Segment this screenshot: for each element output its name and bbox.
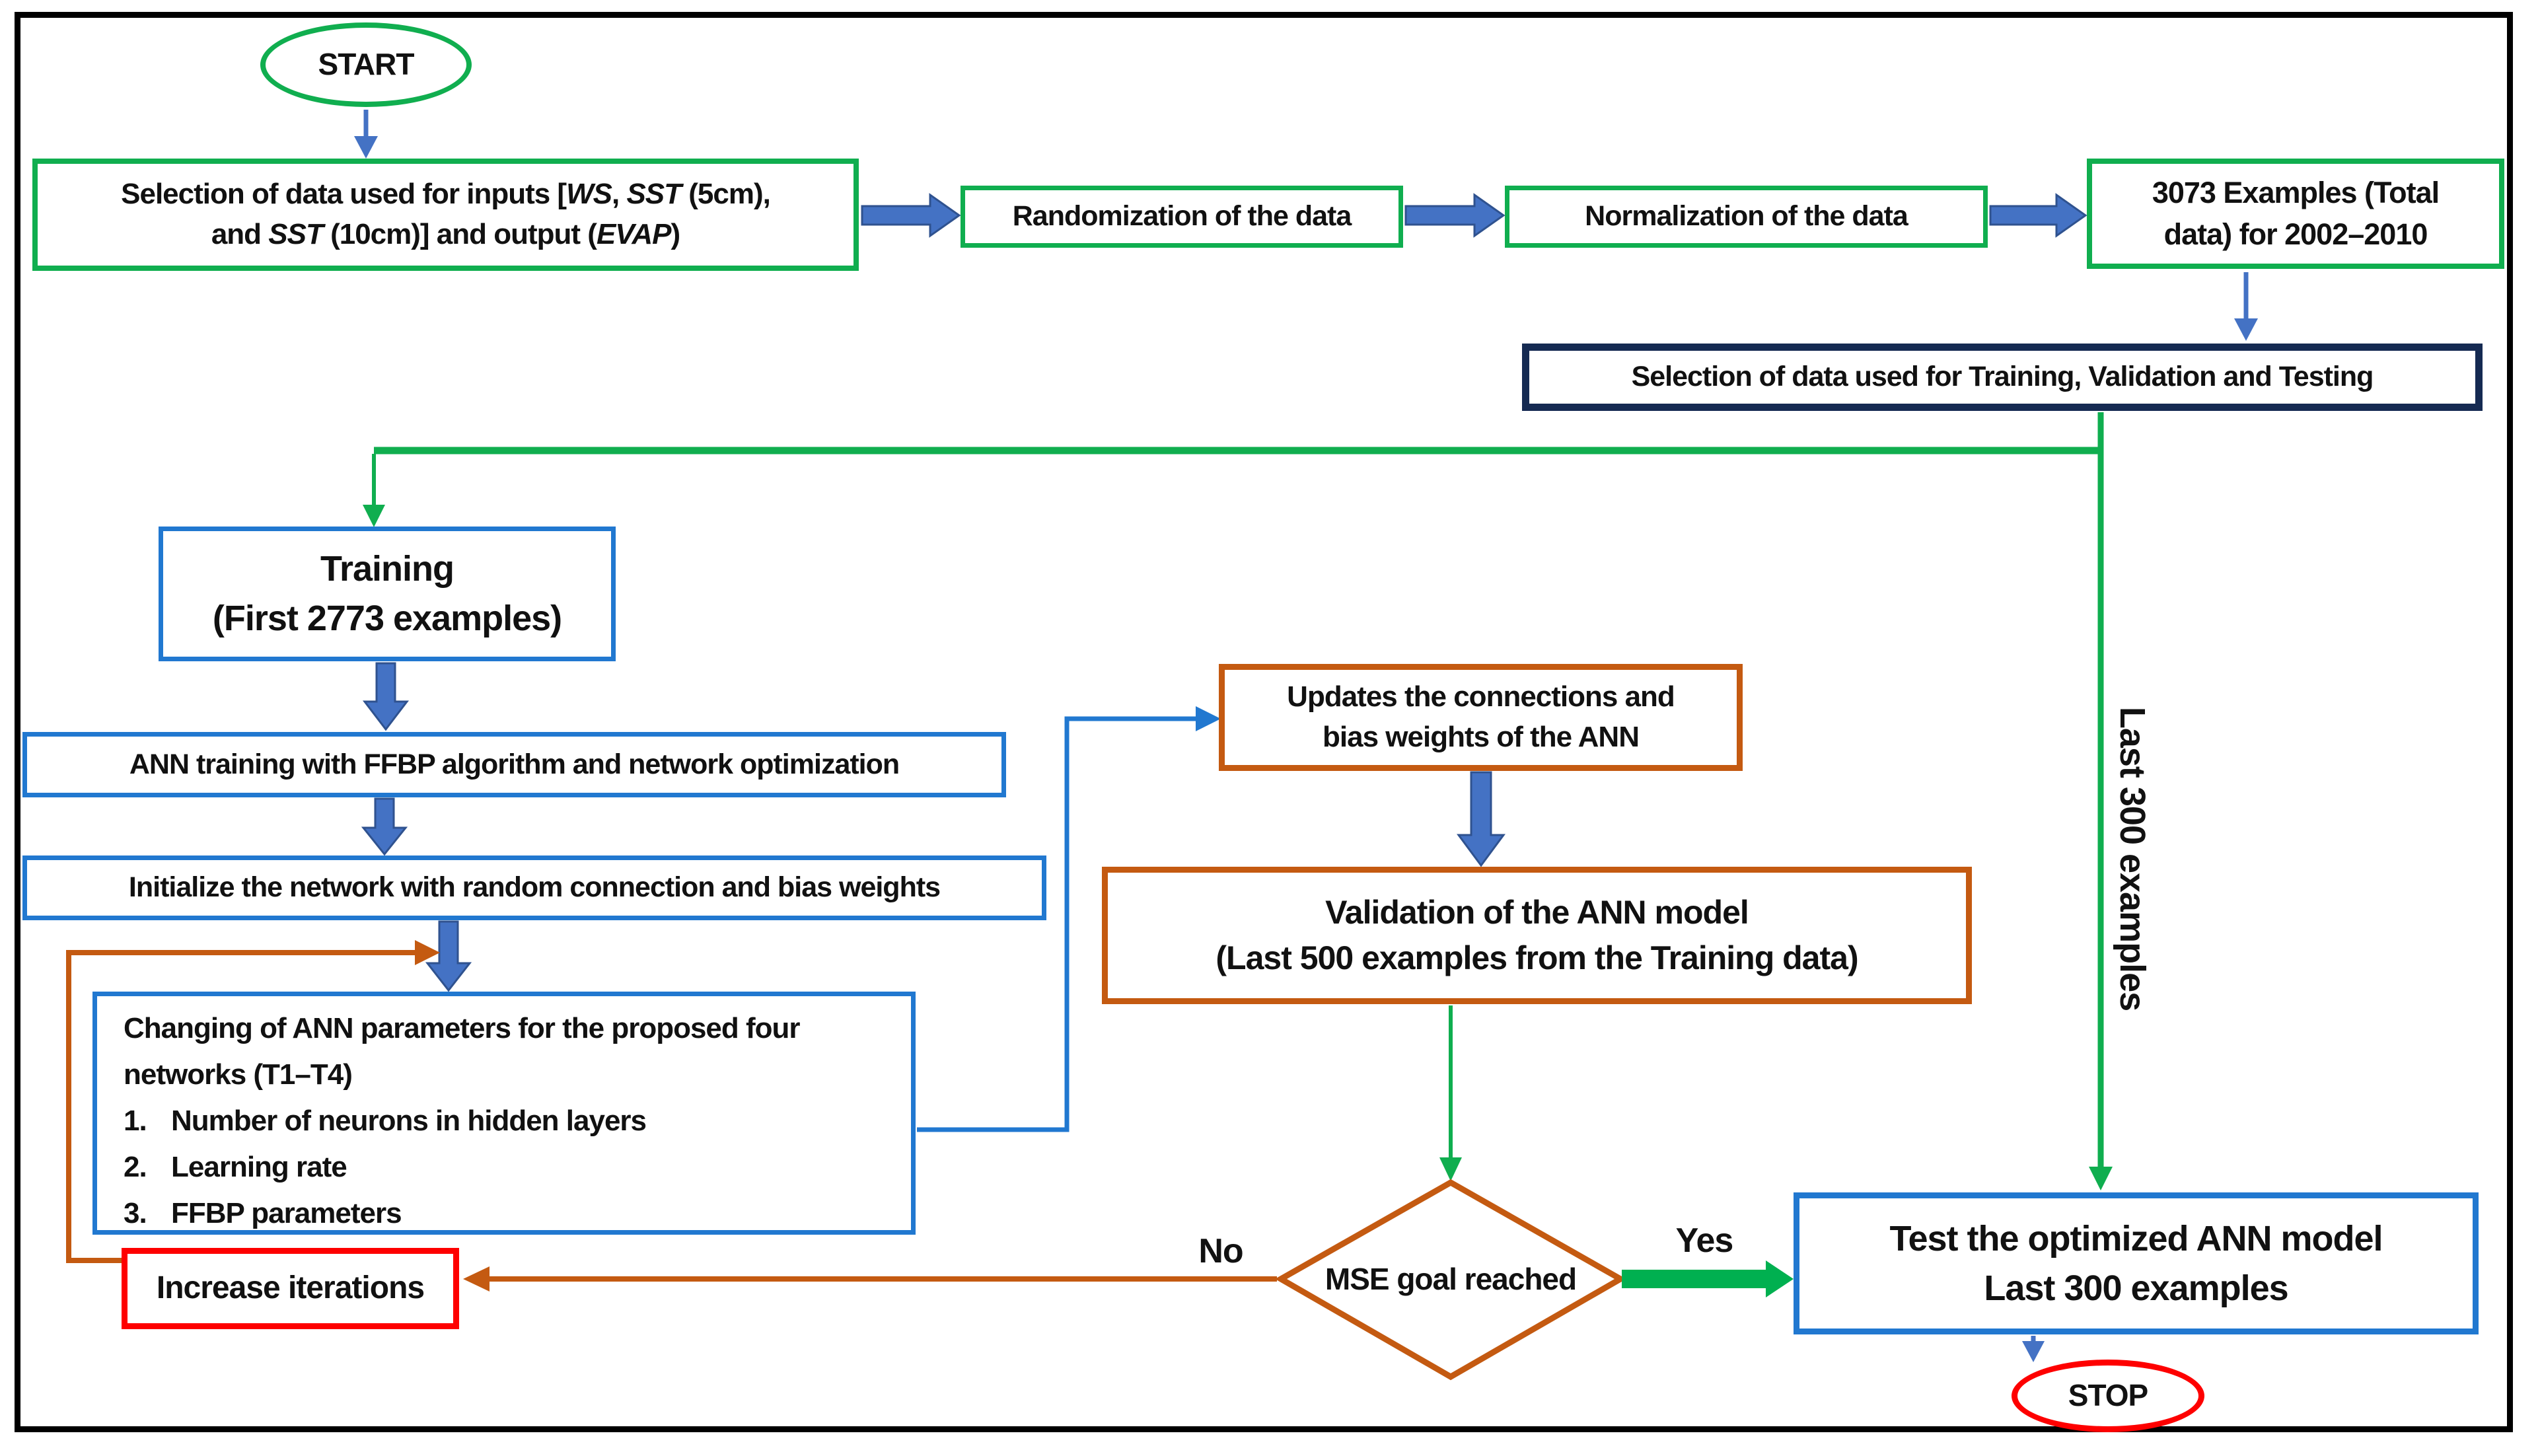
text-part: (5cm),	[681, 178, 771, 211]
increase-iterations-box: Increase iterations	[122, 1248, 459, 1329]
start-terminal: START	[260, 22, 472, 107]
last-300-examples-label: Last 300 examples	[2113, 706, 2152, 1011]
arrow-start-to-selection	[354, 110, 378, 159]
total-examples-box: 3073 Examples (Total data) for 2002–2010	[2087, 159, 2504, 269]
total-examples-line2: data) for 2002–2010	[2163, 217, 2428, 251]
normalization-label: Normalization of the data	[1585, 200, 1908, 233]
validation-box: Validation of the ANN model (Last 500 ex…	[1102, 867, 1972, 1004]
item-text: FFBP parameters	[171, 1197, 402, 1229]
green-line-validation-to-diamond	[1439, 1005, 1462, 1181]
item-text: Number of neurons in hidden layers	[171, 1105, 647, 1137]
text-part-italic: WS	[566, 178, 612, 211]
training-line2: (First 2773 examples)	[212, 599, 562, 638]
initialize-box: Initialize the network with random conne…	[22, 855, 1046, 920]
text-part: and	[211, 218, 269, 250]
test-line2: Last 300 examples	[1984, 1268, 2288, 1308]
initialize-label: Initialize the network with random conne…	[128, 871, 941, 904]
block-arrow-ann-to-initialize	[361, 797, 408, 856]
changing-parameters-box: Changing of ANN parameters for the propo…	[92, 992, 916, 1235]
updates-line1: Updates the connections and	[1287, 680, 1675, 713]
orange-no-line	[463, 1266, 1277, 1292]
training-line1: Training	[320, 549, 454, 589]
changing-item-1: 1. Number of neurons in hidden layers	[124, 1098, 647, 1144]
block-arrow-updates-to-validation	[1457, 771, 1506, 867]
item-text: Learning rate	[171, 1151, 347, 1183]
text-part: )	[671, 218, 681, 250]
block-arrow-randomization-to-normalization	[1404, 193, 1506, 238]
arrow-examples-to-split	[2234, 272, 2258, 341]
data-split-box: Selection of data used for Training, Val…	[1522, 344, 2483, 411]
ann-training-label: ANN training with FFBP algorithm and net…	[129, 748, 900, 780]
text-part-italic: SST	[626, 178, 682, 211]
yes-edge-label: Yes	[1675, 1221, 1734, 1260]
outer-border	[15, 12, 2513, 1432]
changing-title-line1: Changing of ANN parameters for the propo…	[124, 1012, 801, 1044]
test-model-box: Test the optimized ANN model Last 300 ex…	[1794, 1192, 2479, 1334]
randomization-box: Randomization of the data	[961, 186, 1403, 248]
text-part-italic: SST	[268, 218, 324, 250]
updates-weights-box: Updates the connections and bias weights…	[1219, 664, 1743, 771]
validation-line2: (Last 500 examples from the Training dat…	[1216, 939, 1858, 976]
ann-training-box: ANN training with FFBP algorithm and net…	[22, 732, 1006, 797]
stop-terminal: STOP	[2012, 1360, 2204, 1432]
green-arrowhead-into-training	[363, 505, 385, 527]
green-arrowhead-into-test	[2089, 1167, 2113, 1190]
block-arrow-training-to-ann	[362, 662, 410, 731]
blue-elbow-changing-to-updates	[917, 706, 1221, 1132]
item-number: 3.	[124, 1197, 147, 1229]
mse-goal-label: MSE goal reached	[1324, 1262, 1577, 1296]
text-part: (10cm)] and output (	[322, 218, 597, 250]
arrow-test-to-stop	[2022, 1336, 2045, 1362]
changing-item-2: 2. Learning rate	[124, 1144, 347, 1190]
changing-item-3: 3. FFBP parameters	[124, 1190, 402, 1237]
increase-iterations-label: Increase iterations	[156, 1270, 425, 1306]
randomization-label: Randomization of the data	[1012, 200, 1352, 233]
block-arrow-selection-to-randomization	[861, 193, 961, 238]
test-line1: Test the optimized ANN model	[1889, 1218, 2383, 1258]
total-examples-line1: 3073 Examples (Total	[2152, 176, 2440, 210]
no-edge-label: No	[1198, 1232, 1243, 1270]
item-number: 2.	[124, 1151, 147, 1183]
start-label: START	[318, 47, 415, 82]
validation-line1: Validation of the ANN model	[1325, 894, 1749, 931]
updates-line2: bias weights of the ANN	[1323, 721, 1640, 753]
training-box: Training (First 2773 examples)	[159, 527, 616, 661]
data-selection-box: Selection of data used for inputs [WS, S…	[32, 159, 859, 271]
mse-decision-diamond	[1274, 1179, 1627, 1381]
block-arrow-normalization-to-examples	[1989, 193, 2087, 238]
text-part: ,	[611, 178, 627, 211]
text-part-italic: EVAP	[596, 218, 672, 250]
stop-label: STOP	[2068, 1378, 2148, 1413]
data-selection-line1: Selection of data used for inputs [WS, S…	[121, 174, 771, 215]
changing-title-line2: networks (T1–T4)	[124, 1058, 353, 1091]
green-yes-connector	[1622, 1260, 1794, 1297]
orange-loop-increase-to-changing	[66, 940, 440, 1263]
item-number: 1.	[124, 1105, 147, 1137]
text-part: Selection of data used for inputs [	[121, 178, 567, 211]
data-selection-line2: and SST (10cm)] and output (EVAP)	[211, 215, 680, 255]
block-arrow-initialize-to-changing	[425, 920, 472, 992]
data-split-label: Selection of data used for Training, Val…	[1631, 361, 2374, 393]
green-split-branch-lines	[363, 412, 2113, 1190]
normalization-box: Normalization of the data	[1505, 186, 1988, 248]
